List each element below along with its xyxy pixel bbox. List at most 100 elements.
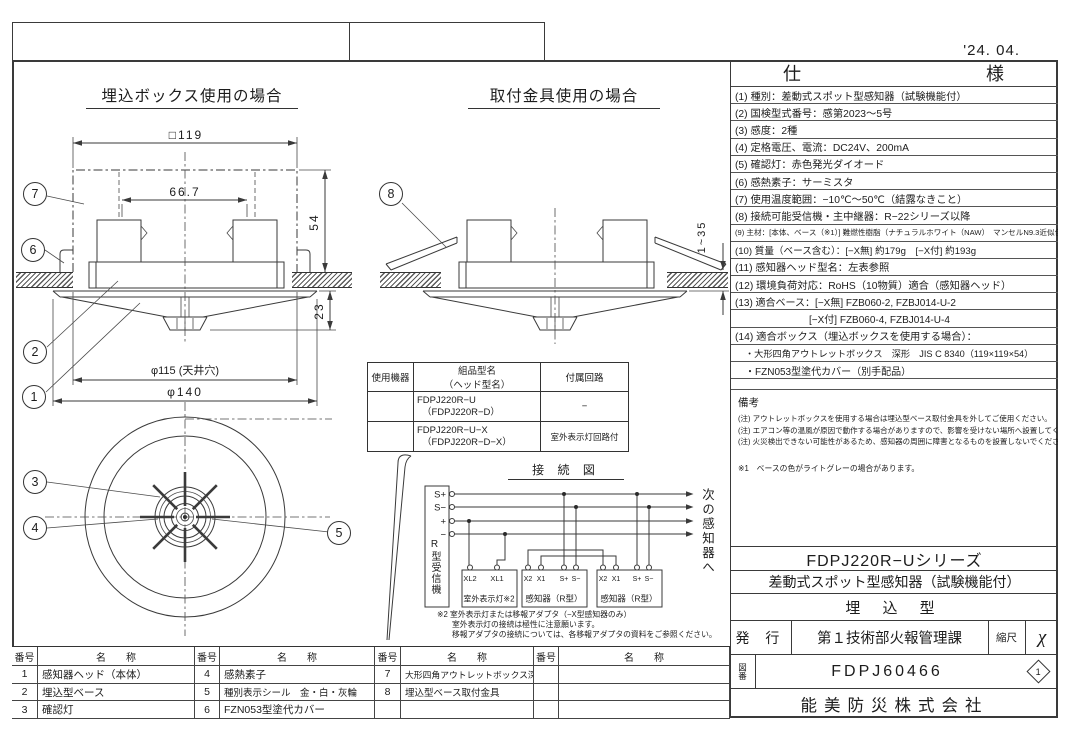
bracket-drawing: 1~35	[385, 202, 729, 344]
connection-note-3: 移報アダプタの接続については、各移報アダプタの資料をご参照ください。	[452, 629, 717, 639]
remarks-footnote: ※1 ベースの色がライトグレーの場合があります。	[738, 463, 920, 473]
model-table-header-model: 組品型名 （ヘッド型名）	[413, 363, 540, 391]
model-row1-device	[368, 391, 413, 421]
part-name	[559, 666, 730, 684]
break-line	[386, 454, 412, 641]
part-name: 感熱素子	[220, 666, 375, 684]
ceiling-hatch-d1-left	[16, 272, 73, 288]
receiver-terminal-m: −	[440, 530, 446, 541]
balloon-8: 8	[379, 182, 403, 206]
titleblock-issue-row: 発 行 第１技術部火報管理課 縮尺 χ	[731, 620, 1058, 654]
part-name: FZN053型塗代カバー	[220, 701, 375, 719]
next-detector-label: 次の感知器へ	[700, 488, 714, 575]
detector2-label: 感知器（R型）	[600, 594, 657, 604]
drawing2-title: 取付金具使用の場合	[468, 84, 660, 109]
spec-row-8: (8) 接続可能受信機・主中継器：R−22シリーズ以降	[731, 207, 1058, 225]
part-no: 7	[375, 666, 401, 684]
part-no	[534, 666, 559, 684]
lamp-label: 室外表示灯※2	[463, 594, 515, 604]
model-header-line2: （ヘッド型名）	[443, 380, 511, 391]
det2-terminal-sm: S−	[645, 576, 654, 583]
part-name: 大形四角アウトレットボックス深形	[401, 666, 534, 684]
spec-row-9: (9) 主材：[本体、ベース（※1）] 難燃性樹脂（ナチュラルホワイト（NAW）…	[731, 225, 1058, 242]
lamp-terminal-xl1: XL1	[490, 574, 503, 583]
remarks-note-3: (注) 火災検出できない可能性があるため、感知器の周囲に障害となるものを設置しな…	[738, 437, 1058, 447]
receiver-terminal-sm: S−	[434, 503, 446, 514]
part-name: 種別表示シール 金・白・灰輪	[220, 683, 375, 702]
part-name	[559, 683, 730, 702]
drawing-number-label: 図番	[731, 655, 756, 688]
model-row1-line2: （FDPJ220R−D）	[422, 406, 500, 418]
receiver-label: R型受信機	[429, 539, 440, 595]
part-no: 5	[195, 683, 220, 702]
parts-header-no-2: 番号	[195, 647, 220, 666]
spec-row-14: (14) 適合ボックス（埋込ボックスを使用する場合）：	[731, 328, 1058, 345]
part-name	[401, 701, 534, 719]
balloon-3: 3	[23, 470, 47, 494]
balloon-1: 1	[22, 385, 46, 409]
spec-title-2: 様	[986, 64, 1006, 84]
part-name: 埋込型ベース	[38, 683, 195, 702]
spec-row-3: (3) 感度：2種	[731, 121, 1058, 139]
part-no	[534, 683, 559, 702]
spec-row-13b: [−X付] FZB060-4, FZBJ014-U-4	[731, 310, 1058, 328]
titleblock-number-row: 図番 FDPJ60466 1	[731, 654, 1058, 688]
dim-23-label: 23	[312, 302, 326, 319]
spec-row-7: (7) 使用温度範囲：−10℃～50℃（結露なきこと）	[731, 190, 1058, 208]
spec-row-13a: (13) 適合ベース：[−X無] FZB060-2, FZBJ014-U-2	[731, 293, 1058, 311]
date-label: '24. 04.	[963, 42, 1020, 59]
part-name: 埋込型ベース取付金具	[401, 683, 534, 702]
issuer-name: 第１技術部火報管理課	[790, 621, 988, 654]
spec-row-14-item2: ・FZN053型塗代カバー（別手配品）	[731, 362, 1058, 380]
ceiling-hatch-d2-left	[380, 272, 441, 288]
issue-label: 発 行	[735, 629, 786, 646]
right-column: 仕 様 (1) 種別：差動式スポット型感知器（試験機能付） (2) 国検型式番号…	[730, 60, 1058, 718]
spec-row-4: (4) 定格電圧、電流：DC24V、200mA	[731, 139, 1058, 156]
spec-row-12: (12) 環境負荷対応：RoHS（10物質）適合（感知器ヘッド）	[731, 276, 1058, 294]
det2-terminal-x1: X1	[612, 576, 621, 583]
spec-row-14-item1: ・大形四角アウトレットボックス 深形 JIS C 8340（119×119×54…	[731, 345, 1058, 362]
spec-header: 仕 様	[731, 60, 1058, 87]
part-no: 6	[195, 701, 220, 719]
receiver-terminal-p: +	[440, 517, 446, 528]
parts-table: 番号 名 称 番号 名 称 番号 名 称 番号 名 称 1 感知器ヘッド（本体）…	[12, 646, 730, 719]
titleblock-product: 差動式スポット型感知器（試験機能付）	[731, 570, 1058, 593]
parts-header-name-2: 名 称	[220, 647, 375, 666]
receiver-terminal-sp: S+	[434, 490, 446, 501]
spec-row-empty	[731, 379, 1058, 391]
dim-pitch-label: 66.7	[169, 185, 200, 199]
det2-terminal-sp: S+	[633, 576, 642, 583]
det1-terminal-x2: X2	[524, 576, 533, 583]
spec-row-5: (5) 確認灯：赤色発光ダイオード	[731, 156, 1058, 173]
connection-note-1: ※2 室外表示灯または移報アダプタ（−X型感知器のみ）	[437, 610, 632, 619]
part-name	[559, 701, 730, 719]
remarks-note-2: (注) エアコン等の温風が原因で動作する場合がありますので、影響を受けない場所へ…	[738, 425, 1058, 435]
spec-row-11: (11) 感知器ヘッド型名：左表参照	[731, 259, 1058, 277]
dim-hole-label: φ115 (天井穴)	[151, 363, 219, 377]
titleblock-series: FDPJ220R−Uシリーズ	[731, 546, 1058, 570]
det1-terminal-sm: S−	[572, 576, 581, 583]
lamp-terminal-xl2: XL2	[463, 574, 476, 583]
part-name: 確認灯	[38, 701, 195, 719]
spec-title-1: 仕	[783, 64, 803, 84]
part-no: 1	[12, 666, 38, 684]
model-row2-circuit: 室外表示灯回路付	[540, 421, 628, 451]
spec-row-2: (2) 国検型式番号：感第2023～5号	[731, 104, 1058, 122]
model-row1-line1: FDPJ220R−U	[417, 394, 476, 406]
drawing1-title: 埋込ボックス使用の場合	[86, 84, 298, 109]
det1-terminal-sp: S+	[560, 576, 569, 583]
spec-row-1: (1) 種別：差動式スポット型感知器（試験機能付）	[731, 87, 1058, 105]
part-name: 感知器ヘッド（本体）	[38, 666, 195, 684]
balloon-7: 7	[23, 182, 47, 206]
balloon-5: 5	[327, 521, 351, 545]
part-no: 8	[375, 683, 401, 702]
scale-value: χ	[1024, 621, 1059, 654]
parts-header-no-1: 番号	[12, 647, 38, 666]
part-no: 2	[12, 683, 38, 702]
spec-row-10: (10) 質量（ベース含む）：[−X無] 約179g [−X付] 約193g	[731, 242, 1058, 259]
dim-box-label: □119	[169, 128, 203, 142]
remarks-title: 備考	[738, 397, 759, 410]
dim-dia-label: φ140	[167, 385, 203, 399]
model-row2-line2: （FDPJ220R−D−X）	[422, 436, 512, 448]
parts-header-name-4: 名 称	[559, 647, 730, 666]
